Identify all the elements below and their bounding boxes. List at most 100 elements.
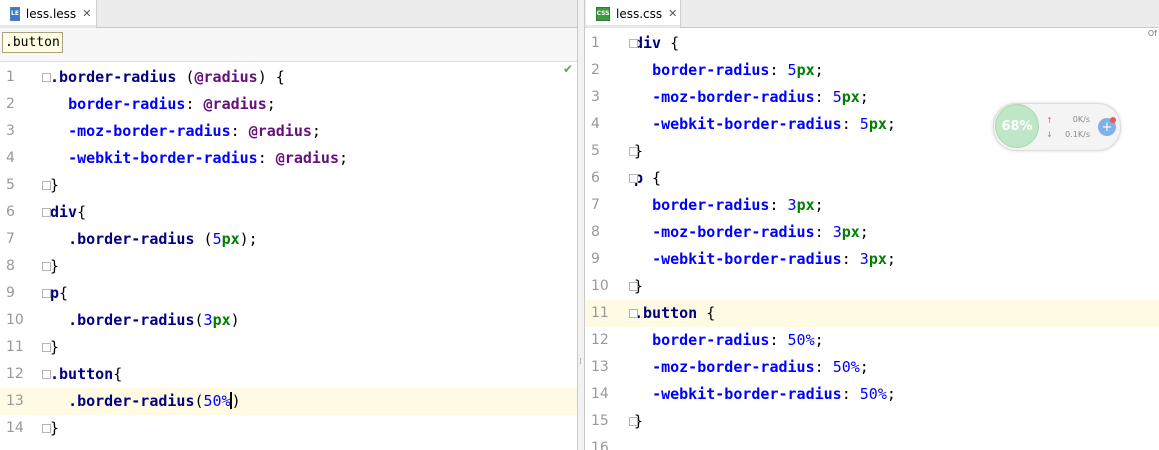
code-line[interactable]: 8 -moz-border-radius: 3px; [585, 219, 1159, 246]
code-line[interactable]: 5} [0, 172, 577, 199]
code-token [50, 122, 68, 140]
fold-marker-icon[interactable] [629, 39, 638, 48]
code-line[interactable]: 5} [585, 138, 1159, 165]
fold-marker-icon[interactable] [42, 289, 51, 298]
code-token [50, 149, 68, 167]
tab-label: less.less [25, 6, 77, 21]
code-line[interactable]: 2 border-radius: @radius; [0, 91, 577, 118]
fold-marker-icon[interactable] [629, 309, 638, 318]
code-line[interactable]: 1.border-radius (@radius) { [0, 64, 577, 91]
code-text: -moz-border-radius: 50%; [634, 354, 869, 381]
code-text: } [50, 172, 59, 199]
fold-marker-icon[interactable] [629, 174, 638, 183]
fold-marker-icon[interactable] [42, 73, 51, 82]
code-line[interactable]: 9 -webkit-border-radius: 3px; [585, 246, 1159, 273]
check-icon: ✔ [563, 62, 574, 76]
code-line[interactable]: 13 -moz-border-radius: 50%; [585, 354, 1159, 381]
tab-less-css[interactable]: CSS less.css ✕ [586, 0, 681, 28]
code-token: div [634, 34, 662, 52]
code-line[interactable]: 14 -webkit-border-radius: 50%; [585, 381, 1159, 408]
code-token: } [634, 277, 644, 295]
code-line[interactable]: 14} [0, 415, 577, 442]
code-line[interactable]: 12 border-radius: 50%; [585, 327, 1159, 354]
code-token: ; [339, 149, 349, 167]
code-token: } [50, 176, 60, 194]
code-line[interactable]: 6 div{ [0, 199, 577, 226]
pane-splitter[interactable]: ⁞ [577, 0, 585, 450]
fold-marker-icon[interactable] [42, 424, 51, 433]
code-token: 5 [787, 61, 797, 79]
line-number: 9 [591, 251, 600, 267]
code-line[interactable]: 7 .border-radius (5px); [0, 226, 577, 253]
code-token: 50% [859, 385, 887, 403]
code-token [634, 88, 652, 106]
code-token: 3 [832, 223, 842, 241]
code-line[interactable]: 13 .border-radius(50%) [0, 388, 577, 415]
code-token: px [221, 230, 240, 248]
fold-marker-icon[interactable] [42, 208, 51, 217]
memory-percent-badge[interactable]: 68% [995, 104, 1039, 148]
left-editor-pane[interactable]: LE less.less ✕ .button ✔ 1.border-radius… [0, 0, 577, 450]
code-token: ; [886, 115, 896, 133]
splitter-grip-icon[interactable]: ⁞ [579, 357, 582, 367]
css-file-icon: CSS [596, 6, 610, 21]
fold-marker-icon[interactable] [42, 262, 51, 271]
code-token: : [185, 95, 204, 113]
close-icon[interactable]: ✕ [82, 7, 92, 20]
code-line[interactable]: 15} [585, 408, 1159, 435]
code-text: .button{ [50, 361, 122, 388]
tab-less-less[interactable]: LE less.less ✕ [0, 0, 97, 28]
code-token: .border-radius [68, 230, 195, 248]
code-text: -webkit-border-radius: 50%; [634, 381, 896, 408]
code-line[interactable]: 7 border-radius: 3px; [585, 192, 1159, 219]
code-token: : [814, 88, 833, 106]
line-number: 2 [6, 96, 15, 112]
code-text: div{ [50, 199, 86, 226]
code-token: : [814, 358, 833, 376]
code-line[interactable]: 3 -moz-border-radius: @radius; [0, 118, 577, 145]
code-token: : [230, 122, 249, 140]
fold-marker-icon[interactable] [629, 147, 638, 156]
close-icon[interactable]: ✕ [668, 7, 678, 20]
breadcrumb[interactable]: .button [2, 32, 63, 53]
code-token: border-radius [68, 95, 186, 113]
code-token: ; [814, 331, 824, 349]
code-line[interactable]: 4 -webkit-border-radius: 5px; [585, 111, 1159, 138]
line-number: 5 [591, 143, 600, 159]
code-text: } [634, 408, 643, 435]
fold-marker-icon[interactable] [42, 370, 51, 379]
left-tab-bar: LE less.less ✕ [0, 0, 577, 28]
code-line[interactable]: 12.button{ [0, 361, 577, 388]
code-token: -moz-border-radius [652, 223, 815, 241]
line-number: 6 [6, 204, 15, 220]
code-line[interactable]: 4 -webkit-border-radius: @radius; [0, 145, 577, 172]
code-line[interactable]: 16 [585, 435, 1159, 450]
code-token: ( [194, 311, 204, 329]
code-token: @radius [203, 95, 267, 113]
code-line[interactable]: 3 -moz-border-radius: 5px; [585, 84, 1159, 111]
code-token: px [868, 115, 887, 133]
fold-marker-icon[interactable] [42, 181, 51, 190]
code-token: border-radius [652, 196, 770, 214]
fold-marker-icon[interactable] [42, 343, 51, 352]
code-token: px [212, 311, 231, 329]
code-line[interactable]: 8} [0, 253, 577, 280]
fold-marker-icon[interactable] [629, 417, 638, 426]
code-token: { [697, 304, 716, 322]
code-line[interactable]: 10} [585, 273, 1159, 300]
code-token: .button [50, 365, 114, 383]
code-line[interactable]: 11} [0, 334, 577, 361]
code-text: div { [634, 30, 679, 57]
code-line[interactable]: 2 border-radius: 5px; [585, 57, 1159, 84]
fold-marker-icon[interactable] [629, 282, 638, 291]
code-token: border-radius [652, 331, 770, 349]
code-line[interactable]: 11.button { [585, 300, 1159, 327]
network-speed-widget[interactable]: 68% ↑ ↓ 0K/s 0.1K/s + [993, 103, 1121, 151]
code-token: 5 [212, 230, 222, 248]
code-line[interactable]: 10 .border-radius(3px) [0, 307, 577, 334]
code-token: @radius [248, 122, 312, 140]
